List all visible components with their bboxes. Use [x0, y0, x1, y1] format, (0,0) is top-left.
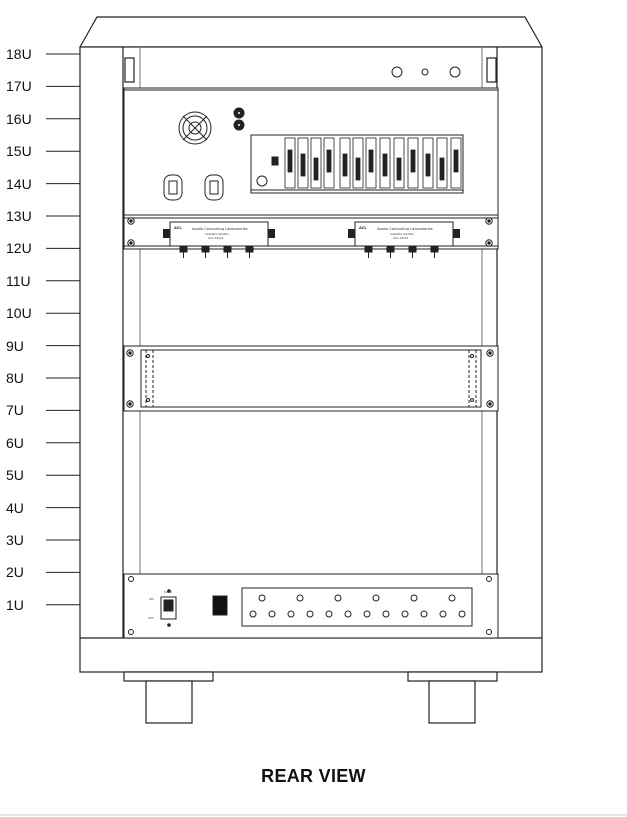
splitter-1-logo: ACL [174, 226, 182, 230]
rack-unit-label: 2U [6, 564, 24, 581]
outlet-hole [382, 610, 390, 618]
expansion-slot [450, 137, 462, 189]
splitter-2-company: Apollo Computing Laboratories [377, 227, 433, 231]
slot-connector [313, 157, 319, 181]
outlet-hole [363, 610, 371, 618]
expansion-slot [297, 137, 309, 189]
outlet-hole [258, 594, 266, 602]
rack-unit-leader-lines [46, 53, 80, 606]
outlet-hole [448, 594, 456, 602]
expansion-slot [422, 137, 434, 189]
outlet-hole [458, 610, 466, 618]
rack-unit-label: 17U [6, 78, 32, 95]
rack-unit-label: 3U [6, 532, 24, 548]
slot-connector [342, 153, 348, 177]
slot-connector [439, 157, 445, 181]
rack-unit-label: 5U [6, 467, 24, 484]
slot-connector [326, 149, 332, 173]
outlet-hole [344, 610, 352, 618]
expansion-slot [436, 137, 448, 189]
rack-unit-label: 4U [6, 499, 24, 516]
rack-unit-label: 18U [6, 46, 32, 62]
rack-unit-label: 16U [6, 110, 32, 127]
slot-connector [410, 149, 416, 173]
slot-connector [368, 149, 374, 173]
rack-unit-label: 12U [6, 240, 32, 257]
rack-unit-label: 9U [6, 337, 24, 354]
splitter-1-line2: ACL-SP-04 [208, 236, 223, 240]
rack-unit-label: 14U [6, 175, 32, 192]
rack-unit-label: 10U [6, 305, 32, 322]
outlet-hole [268, 610, 276, 618]
slot-connector [425, 153, 431, 177]
rack-unit-label: 6U [6, 434, 24, 451]
splitter-1-company: Apollo Computing Laboratories [192, 227, 248, 231]
breaker-label-off: OFF [148, 616, 154, 620]
slot-connector [382, 153, 388, 177]
expansion-slot [393, 137, 405, 189]
rail-screws-top [127, 217, 493, 247]
slot-connector [396, 157, 402, 181]
outlet-hole [401, 610, 409, 618]
blank-panel [123, 345, 499, 412]
splitter-2-logo: ACL [359, 226, 367, 230]
expansion-slot [365, 137, 377, 189]
outlet-hole [249, 610, 257, 618]
outlet-holes [249, 594, 466, 618]
slot-connector [355, 157, 361, 181]
rack-unit-label: 8U [6, 370, 24, 386]
expansion-slot [352, 137, 364, 189]
rack-unit-label: 7U [6, 402, 24, 419]
slot-connector [453, 149, 459, 173]
outlet-hole [287, 610, 295, 618]
expansion-slots [284, 137, 462, 189]
outlet-hole [439, 610, 447, 618]
slot-connector [300, 153, 306, 177]
splitter-1-line1: Satellite Splitter [205, 232, 230, 236]
outlet-hole [372, 594, 380, 602]
splitter-2-line1: Satellite Splitter [390, 232, 415, 236]
expansion-slot [310, 137, 322, 189]
splitter-unit-1: ACL Apollo Computing Laboratories Satell… [163, 221, 275, 258]
breaker-label-on: ON [149, 597, 154, 601]
rack-unit-label: 1U [6, 596, 24, 613]
top-panel-knobs [391, 66, 461, 78]
power-distribution-panel [123, 573, 499, 639]
expansion-slot [339, 137, 351, 189]
outlet-hole [420, 610, 428, 618]
rack-unit-label: 15U [6, 143, 32, 160]
rack-unit-label: 13U [6, 208, 32, 224]
rack-unit-label: 11U [6, 272, 31, 289]
expansion-slot [323, 137, 335, 189]
outlet-hole [306, 610, 314, 618]
splitter-2-line2: ACL-SP-04 [393, 236, 408, 240]
splitter-unit-2: ACL Apollo Computing Laboratories Satell… [348, 221, 460, 258]
slot-connector [287, 149, 293, 173]
outlet-hole [410, 594, 418, 602]
expansion-slot [407, 137, 419, 189]
breaker-label-top: MAIN [164, 590, 172, 594]
blank-panel-screws [126, 349, 494, 408]
expansion-slot [284, 137, 296, 189]
cabinet-base [123, 671, 498, 724]
outlet-hole [296, 594, 304, 602]
caption: REAR VIEW [261, 766, 366, 786]
expansion-slot [379, 137, 391, 189]
fan-icon [178, 111, 212, 145]
outlet-hole [325, 610, 333, 618]
outlet-hole [334, 594, 342, 602]
